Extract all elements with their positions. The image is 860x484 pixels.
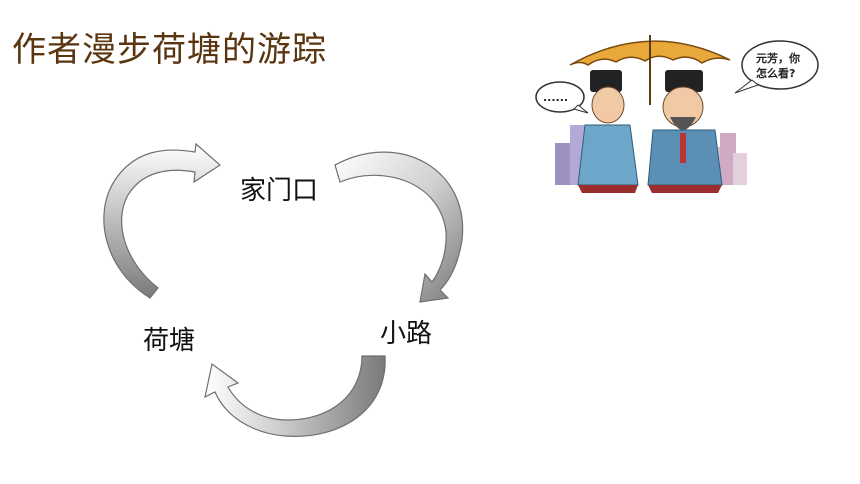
left-official-figure (577, 70, 639, 193)
node-path-label: 小路 (380, 319, 433, 349)
umbrella-icon (569, 35, 731, 105)
speech-bubble-right: 元芳，你 怎么看? (734, 40, 819, 94)
arrow-path-to-pond (204, 355, 386, 437)
arrow-home-to-path (334, 151, 464, 303)
node-home-label: 家门口 (240, 176, 319, 206)
cartoon-illustration: ...... 元芳，你 怎么看? (535, 35, 819, 193)
right-official-figure (647, 70, 723, 193)
node-pond-label: 荷塘 (143, 326, 196, 356)
speech-right-line1: 元芳，你 (756, 51, 800, 65)
speech-left-text: ...... (543, 91, 568, 104)
page-title: 作者漫步荷塘的游踪 (12, 30, 327, 70)
speech-right-line2: 怎么看? (756, 66, 795, 80)
arrow-pond-to-home (103, 142, 221, 299)
speech-bubble-left: ...... (535, 81, 589, 114)
